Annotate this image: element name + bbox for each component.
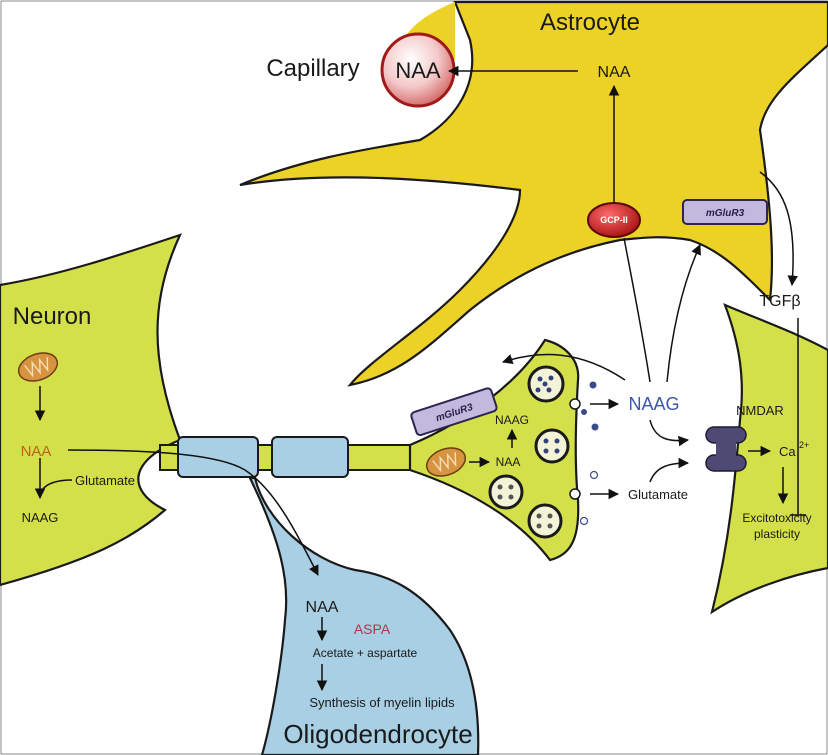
oligodendrocyte-cell: [248, 476, 480, 755]
arrow-glutamate-to-nmdar: [649, 457, 690, 483]
arrow-naa-to-oligodendrocyte: [67, 449, 319, 576]
myelin-synthesis-label: Synthesis of myelin lipids: [309, 695, 455, 710]
capillary-naa-label: NAA: [395, 58, 441, 83]
vesicle: [534, 428, 570, 464]
glutamate-join: [41, 479, 73, 491]
mitochondrion-neuron: [17, 352, 59, 382]
capillary-label: Capillary: [266, 55, 359, 82]
synapse-naag-label: NAAG: [628, 394, 679, 414]
excitotoxicity-label: Excitotoxicity: [742, 511, 811, 525]
gcp-ii-enzyme: GCP-II: [587, 202, 641, 238]
mglur3-astrocyte-label: mGluR3: [706, 208, 745, 219]
astrocyte-naa-label: NAA: [598, 64, 631, 81]
mitochondrion-terminal: [425, 447, 467, 477]
arrow-naag-to-terminal-mglur3: [502, 353, 626, 381]
oligodendrocyte-label: Oligodendrocyte: [283, 719, 472, 749]
arrow-astro-to-tgfb: [759, 171, 798, 287]
nmdar-label: NMDAR: [736, 403, 784, 418]
terminal-naa-label: NAA: [496, 455, 521, 469]
astrocyte-label: Astrocyte: [540, 9, 640, 36]
vesicle: [527, 365, 565, 403]
neuron-glutamate-label: Glutamate: [75, 473, 135, 488]
neuron-label: Neuron: [13, 303, 92, 330]
tgfb-label: TGFβ: [759, 293, 800, 310]
terminal-naag-label: NAAG: [495, 413, 529, 427]
acetate-aspartate-label: Acetate + aspartate: [313, 646, 418, 660]
calcium-label: Ca: [779, 444, 796, 459]
myelin-segment-2: [271, 436, 349, 478]
vesicle: [527, 503, 563, 539]
released-glutamate-molecules: [579, 470, 599, 526]
aspa-label: ASPA: [354, 621, 391, 637]
plasticity-label: plasticity: [754, 527, 800, 541]
released-naag-molecules: [581, 381, 599, 431]
vesicle: [488, 474, 524, 510]
calcium-superscript: 2+: [799, 440, 809, 450]
neuron-naa-label: NAA: [21, 443, 52, 460]
arrow-naag-to-gcp: [623, 237, 651, 383]
gcp-ii-label: GCP-II: [600, 215, 628, 225]
neuron-naag-label: NAAG: [22, 510, 59, 525]
oligodendrocyte-naa-label: NAA: [306, 599, 339, 616]
arrow-naag-to-nmdar: [649, 419, 690, 447]
release-site: [569, 398, 581, 410]
nmdar-channel: [705, 426, 747, 472]
release-site: [569, 488, 581, 500]
mglur3-terminal-receptor: mGluR3: [410, 387, 498, 437]
mglur3-astrocyte-receptor: mGluR3: [682, 199, 768, 225]
synapse-glutamate-label: Glutamate: [628, 487, 688, 502]
astrocyte-cell-body: [239, 0, 828, 387]
arrow-naag-to-mglur3: [666, 244, 701, 383]
